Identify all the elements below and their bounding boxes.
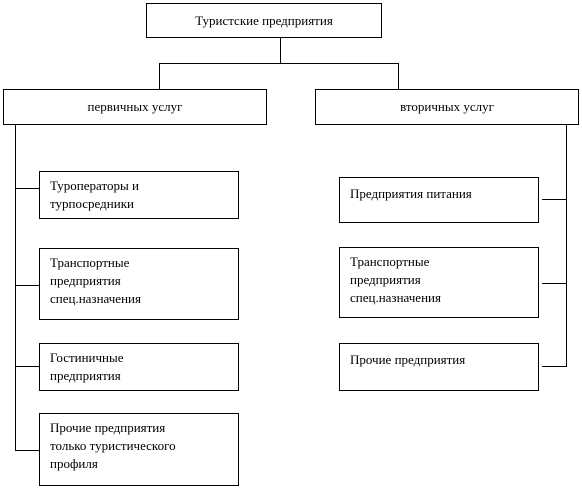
primary-item-transport: Транспортные предприятия спец.назначения	[39, 248, 239, 320]
item-text-line: спец.назначения	[350, 290, 441, 305]
secondary-item-transport: Транспортные предприятия спец.назначения	[339, 247, 539, 318]
item-text-line: Туроператоры и	[50, 178, 139, 193]
item-text-line: только туристического	[50, 438, 176, 453]
primary-item-tour-operators: Туроператоры и турпосредники	[39, 171, 239, 219]
item-text-line: Транспортные	[350, 254, 430, 269]
item-text-line: Гостиничные	[50, 350, 124, 365]
root-label: Туристские предприятия	[195, 12, 333, 28]
item-text-line: Транспортные	[50, 255, 130, 270]
item-text-line: предприятия	[350, 272, 421, 287]
item-text-line: предприятия	[50, 273, 121, 288]
item-text-line: спец.назначения	[50, 291, 141, 306]
secondary-services-box: вторичных услуг	[315, 89, 579, 125]
secondary-item-other: Прочие предприятия	[339, 343, 539, 391]
item-text-line: Прочие предприятия	[50, 420, 166, 435]
root-box: Туристские предприятия	[146, 3, 382, 38]
secondary-services-label: вторичных услуг	[400, 99, 494, 114]
item-text-line: турпосредники	[50, 196, 134, 211]
item-text-line: предприятия	[50, 368, 121, 383]
primary-item-other-tourist: Прочие предприятия только туристического…	[39, 413, 239, 486]
item-text-line: Предприятия питания	[350, 186, 472, 201]
item-text-line: профиля	[50, 456, 98, 471]
primary-services-label: первичных услуг	[87, 99, 183, 114]
primary-item-hotels: Гостиничные предприятия	[39, 343, 239, 391]
secondary-item-catering: Предприятия питания	[339, 177, 539, 223]
item-text-line: Прочие предприятия	[350, 352, 466, 367]
primary-services-box: первичных услуг	[3, 89, 267, 125]
